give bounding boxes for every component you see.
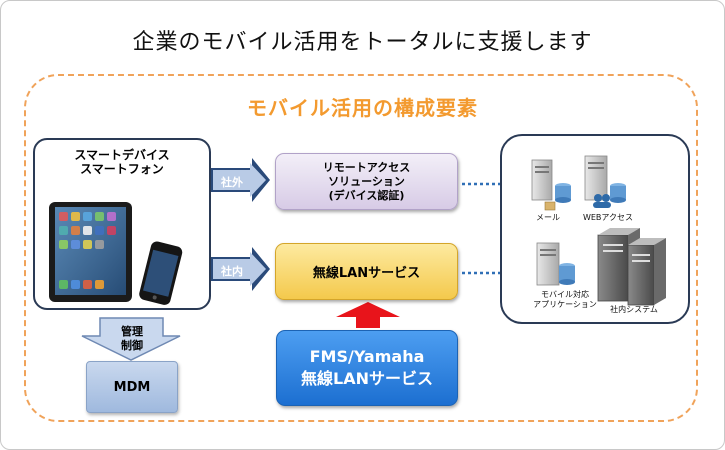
remote-access-line3: (デバイス認証) — [328, 188, 405, 202]
mobile-app-server-icon — [536, 242, 575, 286]
fms-line1: FMS/Yamaha — [309, 347, 425, 366]
internal-label: 社内 — [221, 265, 243, 278]
fms-line2: 無線LANサービス — [301, 369, 433, 388]
internal-system-server-icon — [597, 228, 666, 306]
group-title: モバイル活用の構成要素 — [247, 96, 478, 120]
management-arrow — [81, 317, 181, 361]
smartphone-label: スマートフォン — [80, 162, 164, 176]
smartphone-icon — [139, 241, 183, 305]
mobile-app-label-line1: モバイル対応 — [541, 290, 589, 299]
mail-label: メール — [536, 213, 560, 222]
management-label-line2: 制御 — [121, 339, 143, 352]
mobile-components-group — [24, 74, 698, 422]
web-access-label: WEBアクセス — [582, 213, 634, 222]
connect-up-arrow — [336, 302, 400, 328]
management-label-line1: 管理 — [121, 325, 143, 338]
wireless-lan-label: 無線LANサービス — [312, 266, 421, 281]
smart-devices-label: スマートデバイス スマートフォン — [35, 148, 209, 176]
web-server-icon — [584, 155, 626, 208]
tablet-icon — [49, 202, 132, 302]
mdm-box: MDM — [86, 361, 178, 413]
mobile-app-label-line2: アプリケーション — [533, 300, 597, 309]
external-label: 社外 — [221, 176, 243, 189]
remote-access-line1: リモートアクセス — [322, 160, 411, 174]
internal-system-label: 社内システム — [610, 305, 658, 314]
remote-access-line2: ソリューション — [328, 174, 405, 188]
external-arrow — [211, 158, 270, 202]
wireless-lan-box: 無線LANサービス — [275, 243, 458, 300]
management-label: 管理 制御 — [104, 325, 160, 353]
fms-yamaha-box: FMS/Yamaha 無線LANサービス — [276, 330, 458, 406]
internal-arrow — [211, 247, 270, 291]
smart-device-label: スマートデバイス — [74, 148, 170, 162]
page-title: 企業のモバイル活用をトータルに支援します — [132, 30, 593, 55]
remote-access-box: リモートアクセス ソリューション (デバイス認証) — [275, 153, 458, 210]
mdm-label: MDM — [113, 379, 151, 395]
mail-server-icon — [531, 159, 571, 211]
mobile-app-label: モバイル対応 アプリケーション — [530, 290, 600, 310]
